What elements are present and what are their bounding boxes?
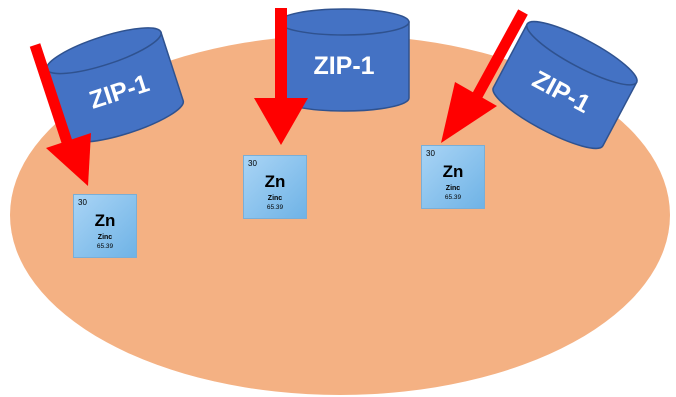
element-name: Zinc — [267, 195, 283, 202]
atomic-mass: 65.39 — [96, 243, 114, 250]
zip1-transporter-right: ZIP-1 — [492, 20, 638, 150]
atomic-number: 30 — [78, 198, 87, 207]
element-name: Zinc — [97, 234, 113, 241]
arrow-right — [441, 9, 528, 143]
zinc-tile-left: 30 Zn Zinc 65.39 — [73, 194, 137, 258]
cell-body — [10, 35, 670, 395]
zinc-tile-right: 30 Zn Zinc 65.39 — [421, 145, 485, 209]
arrow-center — [254, 8, 308, 145]
element-symbol: Zn — [94, 211, 116, 230]
zip1-transporter-center: ZIP-1 — [278, 8, 410, 112]
arrow-left — [29, 43, 91, 186]
atomic-mass: 65.39 — [266, 204, 284, 211]
atomic-mass: 65.39 — [444, 194, 462, 201]
zinc-tile-center: 30 Zn Zinc 65.39 — [243, 155, 307, 219]
zip1-label: ZIP-1 — [313, 52, 374, 80]
element-symbol: Zn — [442, 162, 464, 181]
element-symbol: Zn — [264, 172, 286, 191]
element-name: Zinc — [445, 185, 461, 192]
atomic-number: 30 — [248, 159, 257, 168]
atomic-number: 30 — [426, 149, 435, 158]
zip1-transporter-left: ZIP-1 — [45, 27, 185, 143]
